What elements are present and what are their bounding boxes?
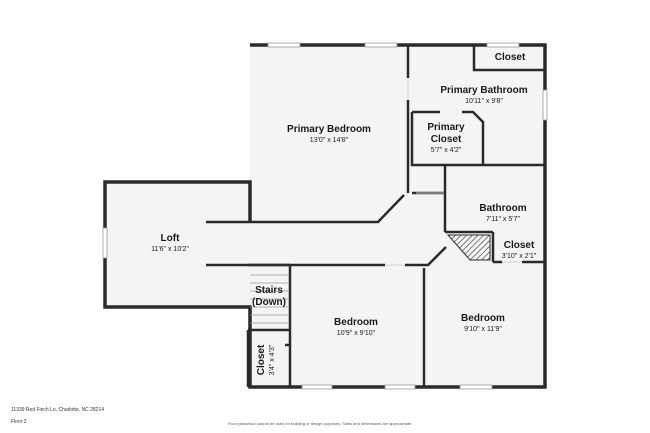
loft-dims: 11'6" x 10'2"	[151, 246, 189, 253]
bedroom-center-label: Bedroom	[334, 317, 378, 328]
primary-bedroom-label: Primary Bedroom	[287, 124, 371, 135]
primary-bedroom-dims: 13'0" x 14'8"	[310, 137, 349, 144]
top-closet-label: Closet	[495, 52, 526, 63]
footer-address: 11339 Red Finch Ln, Charlotte, NC 28214	[11, 407, 105, 413]
bedroom-right-dims: 9'10" x 11'9"	[464, 326, 502, 333]
stairs-treads	[250, 274, 289, 324]
side-closet-dims: 3'4" x 4'3"	[269, 344, 276, 375]
primary-bathroom-label: Primary Bathroom	[440, 85, 527, 96]
footer-disclaimer: Floor plans/tour cannot be used for buil…	[228, 421, 413, 426]
stairs-label-line2: (Down)	[252, 297, 286, 308]
primary-closet-dims: 5'7" x 4'2"	[431, 147, 462, 154]
bedroom-right-label: Bedroom	[461, 313, 505, 324]
primary-closet-label-line1: Primary	[427, 122, 465, 133]
hatched-corner	[446, 234, 491, 261]
hall-closet-dims: 3'10" x 2'1"	[502, 253, 537, 260]
floor-area	[105, 45, 545, 387]
bathroom-label: Bathroom	[479, 203, 526, 214]
primary-bathroom-dims: 10'11" x 9'8"	[465, 98, 503, 105]
side-closet-label: Closet	[256, 344, 267, 375]
stairs-label-line1: Stairs	[255, 285, 283, 296]
hall-closet-label: Closet	[504, 240, 535, 251]
footer-floor: Floor 2	[11, 419, 27, 425]
primary-closet-label-line2: Closet	[431, 134, 462, 145]
windows	[102, 42, 548, 390]
bathroom-dims: 7'11" x 5'7"	[486, 216, 520, 223]
loft-label: Loft	[161, 233, 181, 244]
bedroom-center-dims: 10'9" x 9'10"	[337, 330, 376, 337]
door-openings	[385, 78, 522, 266]
